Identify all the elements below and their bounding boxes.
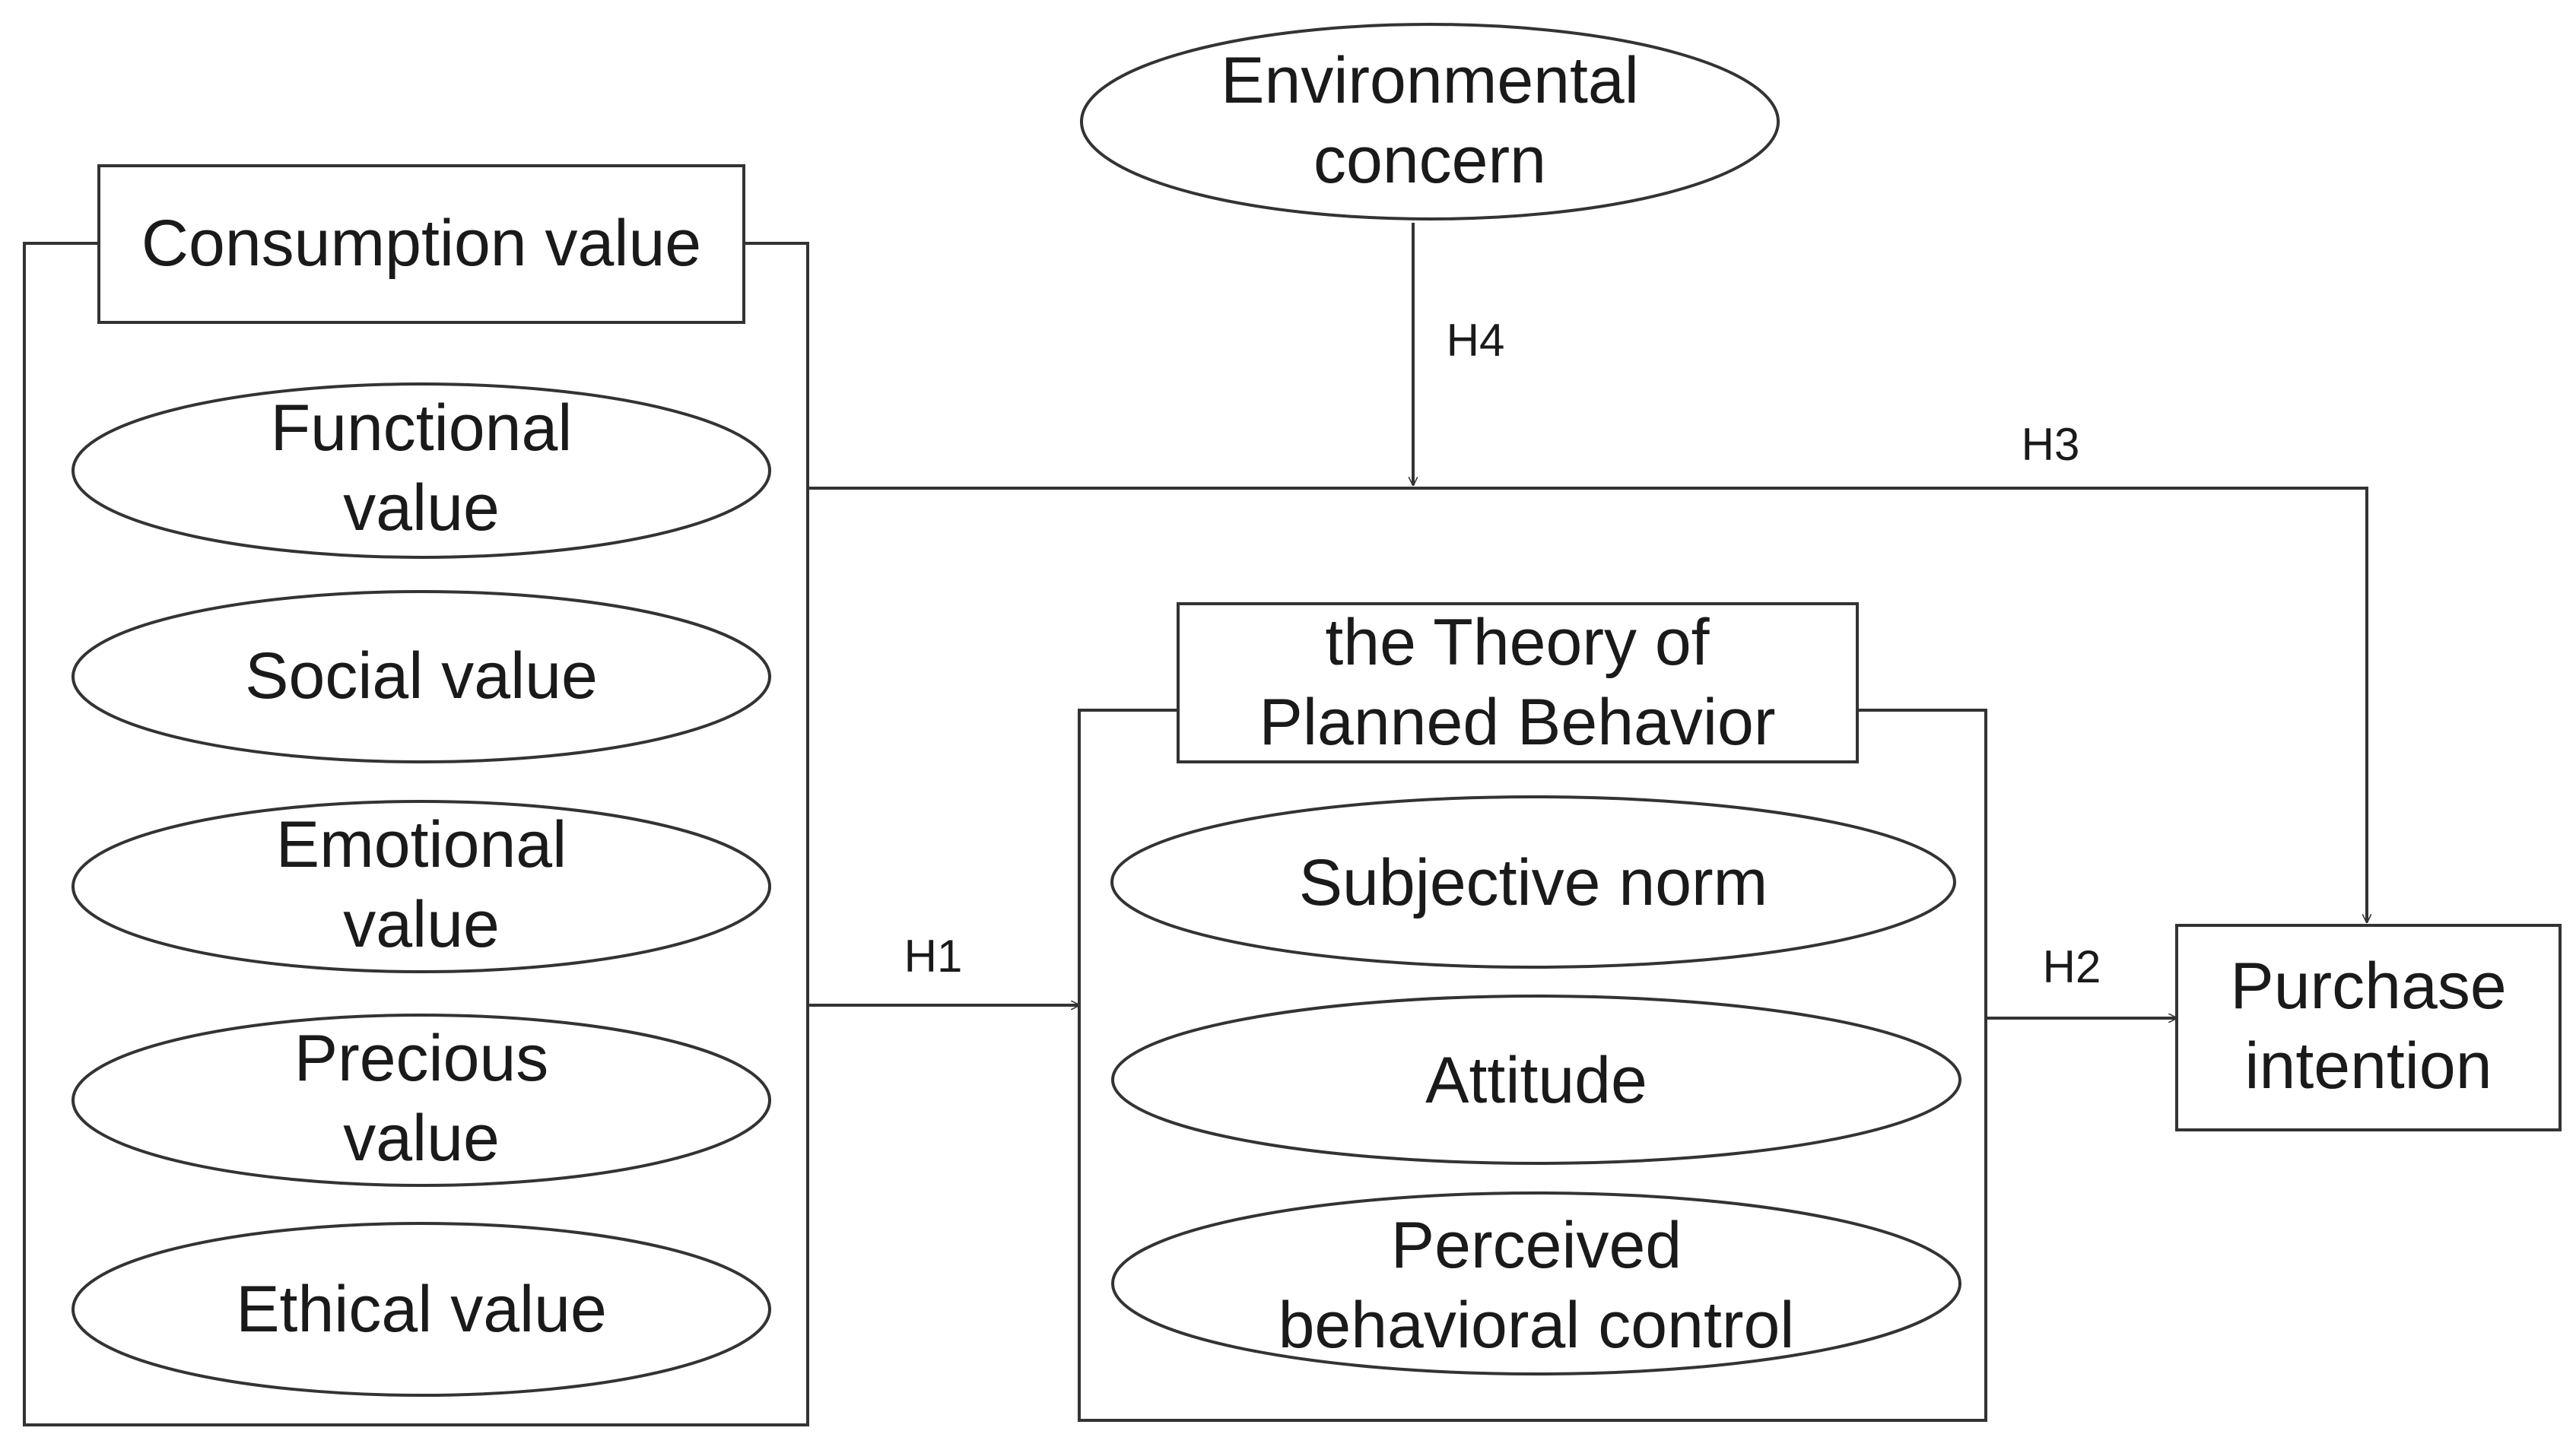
consumption-value-title: Consumption value	[97, 164, 745, 324]
ethical-value-label: Ethical value	[236, 1273, 607, 1346]
functional-value-node: Functional value	[71, 382, 771, 559]
perceived-control-line-2: behavioral control	[1278, 1289, 1795, 1362]
functional-value-line-2: value	[343, 471, 500, 544]
attitude-node: Attitude	[1111, 995, 1961, 1165]
tpb-container	[1078, 709, 1987, 1422]
tpb-line-2: Planned Behavior	[1259, 686, 1776, 759]
h4-label: H4	[1447, 315, 1505, 366]
social-value-node: Social value	[71, 590, 771, 763]
tpb-title: the Theory of Planned Behavior	[1177, 602, 1859, 763]
perceived-control-line-1: Perceived	[1391, 1209, 1682, 1282]
consumption-value-container	[23, 242, 809, 1426]
h3-label: H3	[2022, 419, 2080, 470]
environmental-concern-line-1: Environmental	[1221, 44, 1639, 117]
functional-value-line-1: Functional	[271, 392, 573, 465]
h3-arrow	[808, 487, 2367, 922]
emotional-value-node: Emotional value	[71, 800, 771, 973]
consumption-value-label: Consumption value	[141, 207, 701, 280]
purchase-intention-node: Purchase intention	[2175, 924, 2562, 1131]
edges	[808, 223, 2367, 1018]
subjective-norm-label: Subjective norm	[1299, 846, 1768, 919]
emotional-value-line-1: Emotional	[276, 808, 567, 881]
attitude-label: Attitude	[1425, 1044, 1647, 1117]
precious-value-line-2: value	[343, 1102, 500, 1175]
ethical-value-node: Ethical value	[71, 1222, 771, 1397]
precious-value-node: Precious value	[71, 1014, 771, 1187]
emotional-value-line-2: value	[343, 888, 500, 961]
purchase-intention-line-2: intention	[2244, 1030, 2492, 1103]
environmental-concern-node: Environmental concern	[1080, 23, 1780, 221]
h2-label: H2	[2043, 941, 2101, 992]
purchase-intention-line-1: Purchase	[2230, 950, 2506, 1023]
social-value-label: Social value	[245, 639, 598, 712]
environmental-concern-line-2: concern	[1313, 124, 1546, 197]
precious-value-line-1: Precious	[294, 1022, 549, 1095]
perceived-behavioral-control-node: Perceived behavioral control	[1111, 1191, 1961, 1375]
tpb-line-1: the Theory of	[1325, 606, 1710, 679]
h1-label: H1	[904, 931, 963, 982]
subjective-norm-node: Subjective norm	[1110, 795, 1956, 969]
